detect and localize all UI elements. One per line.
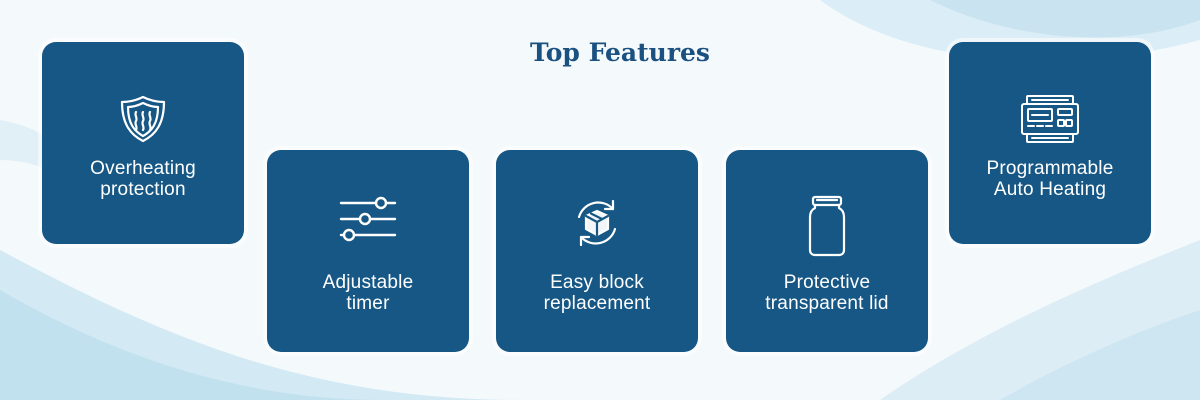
feature-card-easy-block-replacement: Easy block replacement [496,150,698,352]
feature-card-programmable-auto-heating: Programmable Auto Heating [949,42,1151,244]
jar-icon [726,195,928,257]
feature-label: Protective transparent lid [765,272,889,314]
shield-heat-icon [42,94,244,144]
controller-module-icon [949,94,1151,144]
feature-card-protective-transparent-lid: Protective transparent lid [726,150,928,352]
feature-label: Easy block replacement [543,272,651,314]
feature-label: Adjustable timer [322,272,414,314]
page-title: Top Features [530,38,710,67]
feature-card-adjustable-timer: Adjustable timer [267,150,469,352]
feature-label: Overheating protection [90,158,196,200]
box-refresh-icon [496,195,698,251]
feature-label: Programmable Auto Heating [986,158,1114,200]
sliders-icon [267,195,469,243]
feature-card-overheating-protection: Overheating protection [42,42,244,244]
